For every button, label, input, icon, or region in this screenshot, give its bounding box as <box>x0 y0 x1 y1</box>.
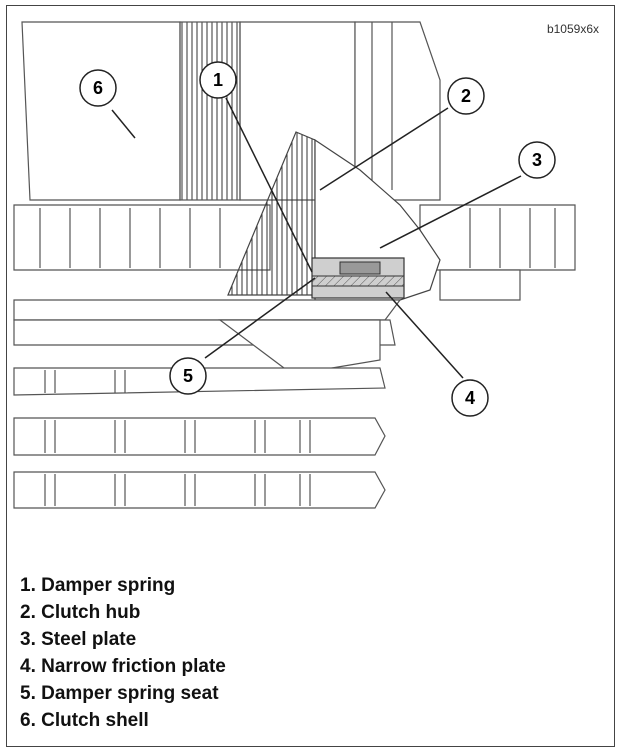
toothed-ring <box>13 204 576 301</box>
figure-code: b1059x6x <box>546 22 599 36</box>
legend-item: 4. Narrow friction plate <box>20 656 226 677</box>
callout-5: 5 <box>169 357 207 395</box>
svg-text:6: 6 <box>93 78 103 98</box>
callout-4: 4 <box>451 379 489 417</box>
svg-text:4: 4 <box>465 388 475 408</box>
legend-item: 5. Damper spring seat <box>20 683 219 704</box>
legend-item: 3. Steel plate <box>20 629 137 650</box>
svg-text:5: 5 <box>183 366 193 386</box>
legend-list: 1. Damper spring 2. Clutch hub 3. Steel … <box>20 572 226 734</box>
legend-item: 6. Clutch shell <box>20 710 149 731</box>
diagram-frame <box>6 5 615 747</box>
callout-6: 6 <box>79 69 117 107</box>
callout-3: 3 <box>518 141 556 179</box>
clutch-illustration: 1 2 3 4 5 6 <box>13 21 576 509</box>
callout-2: 2 <box>447 77 485 115</box>
leader-lines <box>111 97 522 379</box>
callout-1: 1 <box>199 61 237 99</box>
lower-housing <box>13 299 402 381</box>
svg-text:3: 3 <box>532 150 542 170</box>
clutch-shell-block <box>21 21 441 201</box>
legend-item: 1. Damper spring <box>20 575 176 596</box>
plate-stack <box>311 257 405 299</box>
svg-text:2: 2 <box>461 86 471 106</box>
legend-item: 2. Clutch hub <box>20 602 141 623</box>
svg-text:1: 1 <box>213 70 223 90</box>
